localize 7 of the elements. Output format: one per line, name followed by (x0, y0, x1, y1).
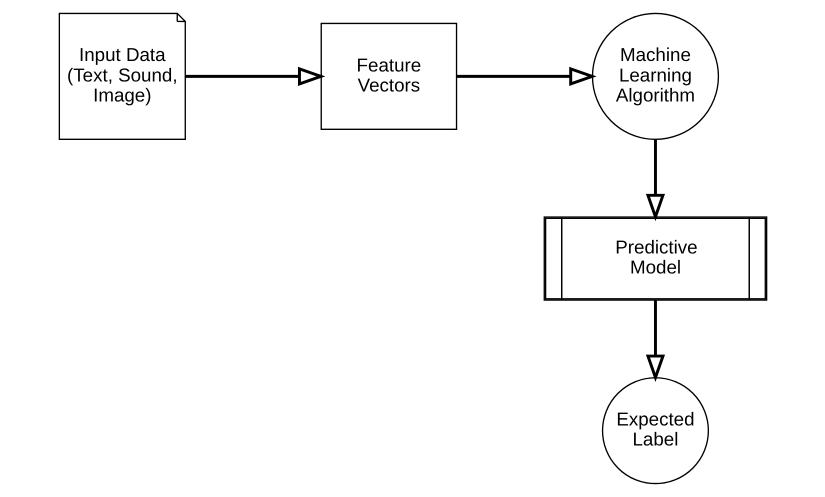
arrow (645, 300, 665, 382)
node-circle: Expected Label (601, 377, 709, 484)
arrow (456, 66, 596, 86)
arrow (645, 139, 665, 222)
node-box: Feature Vectors (320, 22, 457, 130)
node-circle: Machine Learning Algorithm (591, 12, 719, 140)
arrow (184, 66, 325, 86)
